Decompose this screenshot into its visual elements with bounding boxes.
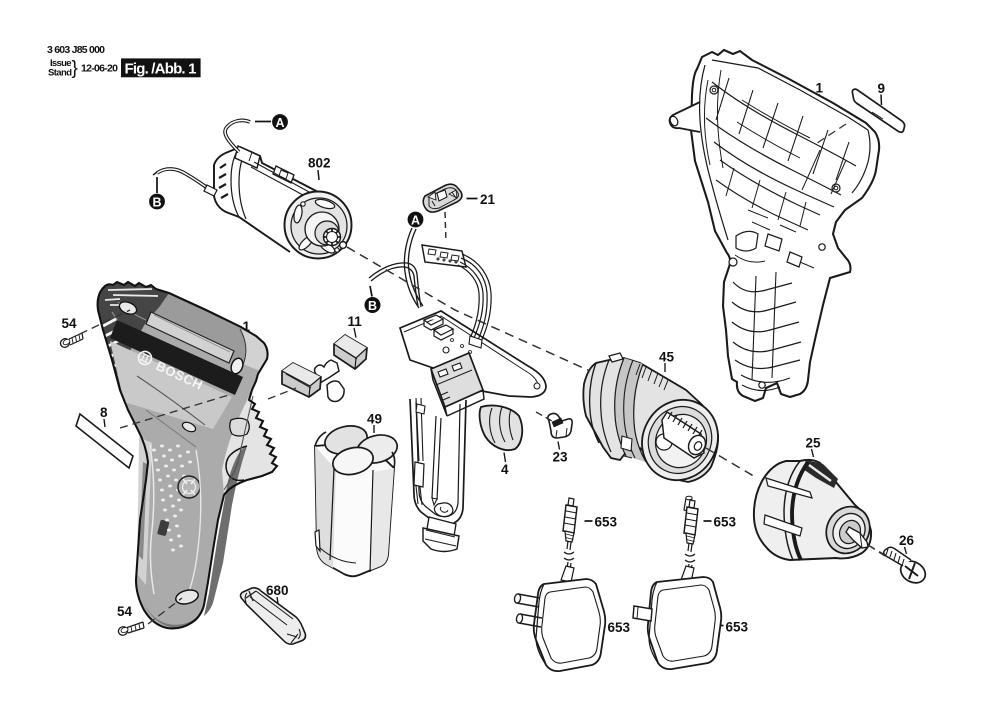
svg-text:653: 653 — [595, 515, 618, 530]
svg-text:B: B — [152, 196, 161, 210]
svg-text:25: 25 — [806, 436, 822, 451]
svg-text:802: 802 — [308, 156, 331, 171]
svg-text:A: A — [411, 214, 420, 228]
svg-text:8: 8 — [100, 405, 108, 420]
svg-text:3 603 J85 000: 3 603 J85 000 — [47, 44, 105, 56]
svg-text:653: 653 — [726, 620, 749, 635]
svg-text:1: 1 — [816, 81, 824, 96]
svg-text:}: } — [72, 58, 78, 79]
svg-text:B: B — [368, 299, 377, 313]
svg-text:1: 1 — [243, 319, 251, 334]
svg-text:680: 680 — [266, 583, 289, 598]
svg-text:653: 653 — [714, 515, 737, 530]
svg-text:Fig. /Abb. 1: Fig. /Abb. 1 — [125, 61, 197, 78]
svg-text:653: 653 — [608, 620, 631, 635]
svg-text:4: 4 — [501, 462, 509, 477]
svg-text:12-06-20: 12-06-20 — [81, 63, 118, 75]
svg-text:54: 54 — [117, 604, 133, 619]
svg-text:26: 26 — [899, 533, 915, 548]
svg-text:49: 49 — [367, 412, 382, 427]
svg-text:23: 23 — [553, 450, 569, 465]
svg-text:Issue: Issue — [50, 58, 72, 69]
svg-text:11: 11 — [348, 314, 363, 329]
svg-text:A: A — [275, 116, 284, 130]
svg-text:45: 45 — [659, 350, 675, 365]
svg-text:Stand: Stand — [48, 68, 72, 79]
svg-text:9: 9 — [878, 81, 886, 96]
svg-text:21: 21 — [480, 192, 496, 207]
svg-text:54: 54 — [62, 316, 78, 331]
